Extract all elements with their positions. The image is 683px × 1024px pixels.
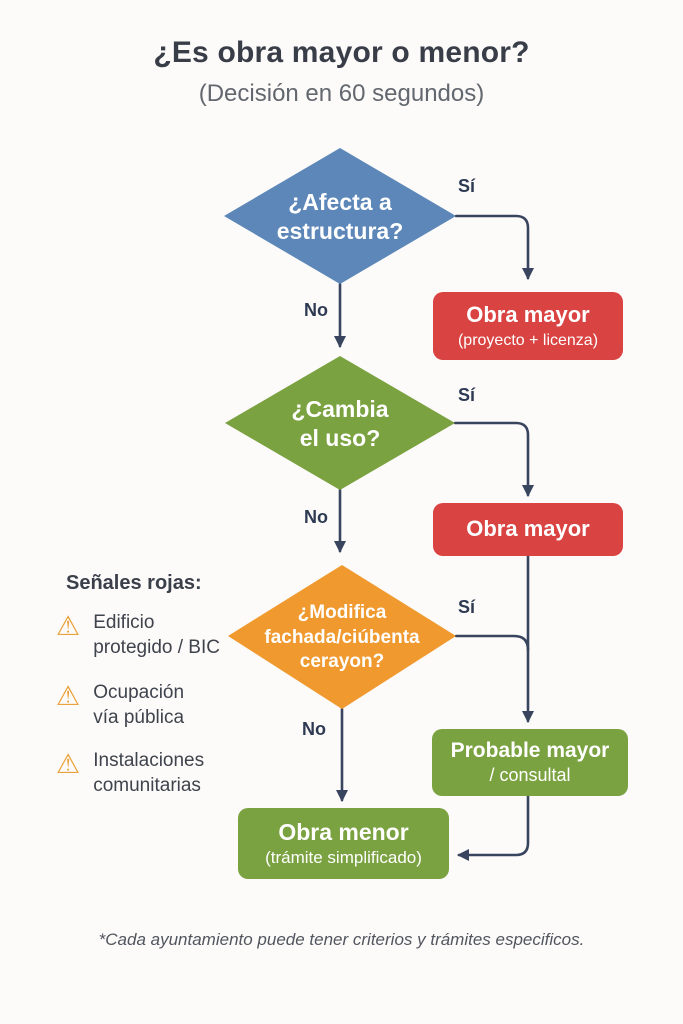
obra-mayor-2-title: Obra mayor [466, 516, 590, 542]
branch-label-si-3: Sí [458, 597, 476, 617]
connector-fachada-si [454, 634, 530, 652]
diamond-fachada-line3: cerayon? [299, 651, 385, 673]
diamond-fachada-label: ¿Modifica fachada/ciúbenta cerayon? [242, 596, 442, 680]
sidebar-item-instalaciones-line1: Instalaciones [93, 750, 205, 771]
result-box-obra-menor: Obra menor (trámite simplificado) [238, 808, 449, 879]
result-box-obra-mayor-1: Obra mayor (proyecto + licenza) [433, 292, 623, 360]
diamond-fachada-line1: ¿Modifica [297, 601, 387, 623]
footnote: *Cada ayuntamiento puede tener criterios… [98, 930, 585, 949]
warning-triangle-icon: ⚠ [56, 611, 81, 642]
sidebar-item-instalaciones-line2: comunitarias [93, 775, 201, 797]
diamond-uso-line2: el uso? [299, 425, 381, 451]
sidebar-item-instalaciones: ⚠ Instalaciones comunitarias [56, 748, 204, 798]
diamond-uso-label: ¿Cambia el uso? [250, 386, 430, 462]
diamond-structure-label: ¿Afecta a estructura? [250, 178, 430, 256]
connector-uso-si [453, 421, 534, 497]
obra-menor-subtitle: (trámite simplificado) [265, 848, 422, 868]
probable-mayor-subtitle: / consultal [489, 765, 571, 786]
sidebar-item-ocupacion-label: Ocupación vía pública [93, 680, 184, 730]
branch-label-si-1: Sí [458, 176, 476, 196]
page-subtitle: (Decisión en 60 segundos) [198, 80, 485, 107]
branch-label-no-2: No [304, 507, 328, 527]
probable-mayor-title: Probable mayor [450, 739, 610, 763]
sidebar-item-ocupacion-line1: Ocupación [93, 682, 185, 703]
sidebar-item-edificio-line2: protegido / BIC [93, 637, 220, 659]
sidebar-item-edificio-line1: Edificio [93, 612, 155, 633]
decision-diamond-fachada [228, 565, 456, 709]
branch-label-si-2: Sí [458, 385, 476, 405]
sidebar-heading: Señales rojas: [66, 572, 202, 594]
obra-menor-title: Obra menor [278, 818, 409, 845]
connector-probable-to-menor [457, 794, 530, 861]
obra-mayor-1-subtitle: (proyecto + licenza) [457, 331, 599, 349]
diamond-structure-line2: estructura? [276, 218, 404, 244]
result-box-obra-mayor-2: Obra mayor [433, 503, 623, 556]
sidebar-item-edificio-label: Edificio protegido / BIC [93, 610, 220, 660]
diamond-structure-line1: ¿Afecta a [288, 189, 392, 216]
sidebar-item-instalaciones-label: Instalaciones comunitarias [93, 748, 204, 798]
connector-structure-si [454, 214, 534, 280]
warning-triangle-icon: ⚠ [56, 749, 81, 780]
obra-mayor-1-title: Obra mayor [466, 302, 590, 328]
branch-label-no-3: No [302, 719, 326, 739]
branch-label-no-1: No [304, 300, 328, 320]
sidebar-item-ocupacion: ⚠ Ocupación vía pública [56, 680, 184, 730]
decision-diamond-uso [225, 356, 455, 490]
diamond-fachada-line2: fachada/ciúbenta [264, 626, 420, 648]
decision-diamond-structure [224, 148, 456, 284]
sidebar-item-edificio: ⚠ Edificio protegido / BIC [56, 610, 220, 660]
warning-triangle-icon: ⚠ [56, 681, 81, 712]
sidebar-item-ocupacion-line2: vía pública [93, 707, 185, 729]
page-title: ¿Es obra mayor o menor? [153, 36, 530, 69]
result-box-probable-mayor: Probable mayor / consultal [432, 729, 628, 796]
diamond-uso-line1: ¿Cambia [291, 396, 389, 423]
